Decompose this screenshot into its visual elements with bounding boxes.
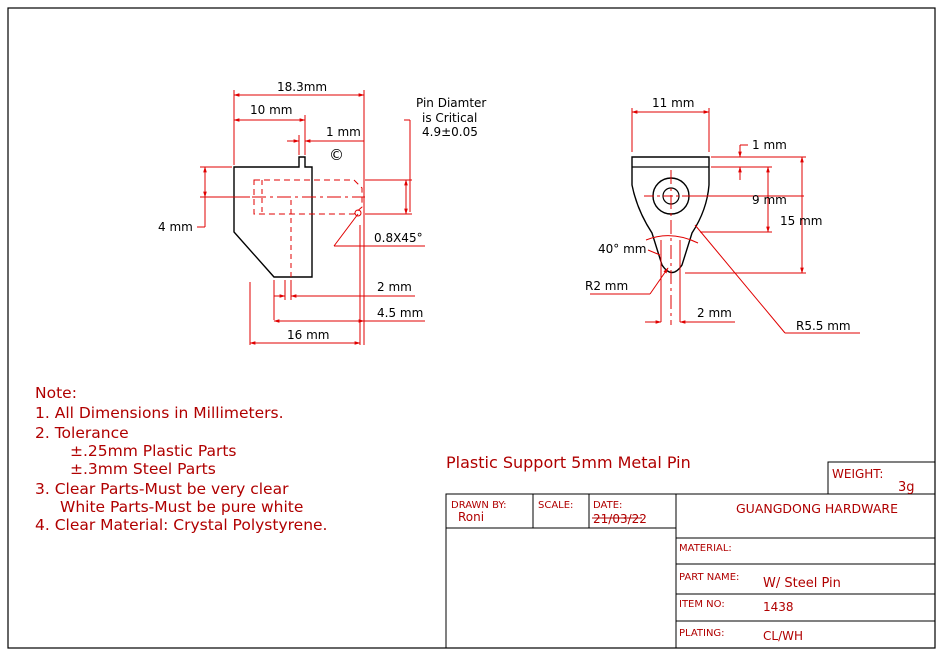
drawn-by-label: DRAWN BY:: [451, 500, 507, 511]
note-line: ±.25mm Plastic Parts: [70, 442, 237, 460]
front-extension-lines: [200, 90, 412, 345]
dim-15: 15 mm: [780, 214, 822, 228]
note-line: 2. Tolerance: [35, 424, 129, 442]
plating-label: PLATING:: [679, 628, 725, 639]
note-line: ±.3mm Steel Parts: [70, 460, 216, 478]
front-body-outline: [233, 156, 313, 278]
dim-9: 9 mm: [752, 193, 787, 207]
weight-label: WEIGHT:: [832, 467, 883, 481]
weight-value: 3g: [898, 480, 915, 495]
front-view: 18.3mm 10 mm 1 mm © Pin Diamter is Criti…: [158, 80, 486, 345]
side-dimension-lines: [590, 110, 860, 334]
drawn-by-value: Roni: [458, 510, 484, 524]
dim-1: 1 mm: [326, 125, 361, 139]
side-extension-lines: [631, 108, 806, 274]
chamfer-label: 0.8X45°: [374, 231, 423, 245]
dim-2-side: 2 mm: [697, 306, 732, 320]
plating-value: CL/WH: [763, 629, 803, 643]
dim-10: 10 mm: [250, 103, 292, 117]
side-dimension-texts: 11 mm 1 mm 9 mm 15 mm 40° mm R2 mm 2 mm …: [585, 96, 851, 333]
scale-label: SCALE:: [538, 500, 573, 511]
material-label: MATERIAL:: [679, 543, 732, 554]
part-name-value: W/ Steel Pin: [763, 576, 841, 591]
dim-1-side: 1 mm: [752, 138, 787, 152]
dim-11: 11 mm: [652, 96, 694, 110]
front-dimension-texts: 18.3mm 10 mm 1 mm © Pin Diamter is Criti…: [158, 80, 486, 342]
angle-40: 40° mm: [598, 242, 646, 256]
side-view: 11 mm 1 mm 9 mm 15 mm 40° mm R2 mm 2 mm …: [585, 96, 860, 334]
title-block-texts: WEIGHT: 3g DRAWN BY: Roni SCALE: DATE: 2…: [451, 467, 915, 643]
note-line: 3. Clear Parts-Must be very clear: [35, 480, 289, 498]
chamfer-marker: [354, 209, 362, 217]
title-block: [445, 461, 936, 649]
pin-note-line-2: is Critical: [422, 111, 477, 125]
note-line: White Parts-Must be pure white: [60, 498, 303, 516]
date-label: DATE:: [593, 500, 622, 511]
front-hidden-pin: [253, 179, 363, 215]
company-name: GUANGDONG HARDWARE: [736, 501, 898, 516]
notes-title: Note:: [35, 384, 77, 402]
copyright-symbol: ©: [329, 146, 344, 164]
part-title: Plastic Support 5mm Metal Pin: [446, 453, 691, 472]
dim-4-5: 4.5 mm: [377, 306, 423, 320]
note-line: 1. All Dimensions in Millimeters.: [35, 404, 284, 422]
dim-2: 2 mm: [377, 280, 412, 294]
date-value: 21/03/22: [593, 512, 647, 526]
item-no-label: ITEM NO:: [679, 599, 725, 610]
dim-16: 16 mm: [287, 328, 329, 342]
part-name-label: PART NAME:: [679, 572, 739, 583]
front-dimension-lines: [197, 93, 425, 345]
side-body-outline: [631, 156, 710, 274]
pin-note-line-1: Pin Diamter: [416, 96, 486, 110]
notes-block: Note: 1. All Dimensions in Millimeters. …: [35, 384, 328, 534]
item-no-value: 1438: [763, 600, 794, 614]
dim-4: 4 mm: [158, 220, 193, 234]
dim-18-3: 18.3mm: [277, 80, 327, 94]
side-center-lines: [644, 170, 700, 325]
radius-5-5: R5.5 mm: [796, 319, 851, 333]
radius-2: R2 mm: [585, 279, 628, 293]
note-line: 4. Clear Material: Crystal Polystyrene.: [35, 516, 328, 534]
pin-note-line-3: 4.9±0.05: [422, 125, 478, 139]
